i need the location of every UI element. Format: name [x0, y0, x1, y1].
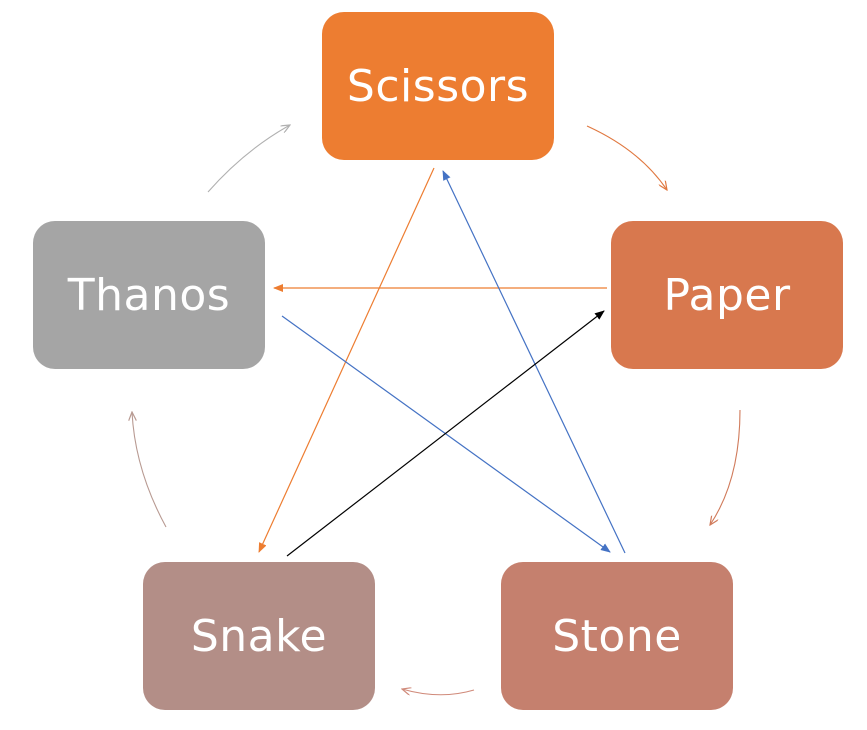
edge-scissors-snake — [258, 167, 435, 553]
edge-snake-paper — [286, 310, 605, 557]
edge-scissors-paper — [586, 125, 667, 190]
edges-layer — [132, 125, 741, 695]
node-snake[interactable]: Snake — [143, 562, 375, 710]
edge-thanos-scissors — [207, 125, 290, 193]
edge-stone-snake — [402, 689, 475, 695]
edge-thanos-stone — [281, 315, 611, 553]
node-stone[interactable]: Stone — [501, 562, 733, 710]
node-paper[interactable]: Paper — [611, 221, 843, 369]
node-scissors[interactable]: Scissors — [322, 12, 554, 160]
node-thanos[interactable]: Thanos — [33, 221, 265, 369]
edge-snake-thanos — [132, 412, 167, 528]
edge-stone-scissors — [442, 170, 626, 554]
edge-paper-stone — [710, 409, 741, 525]
